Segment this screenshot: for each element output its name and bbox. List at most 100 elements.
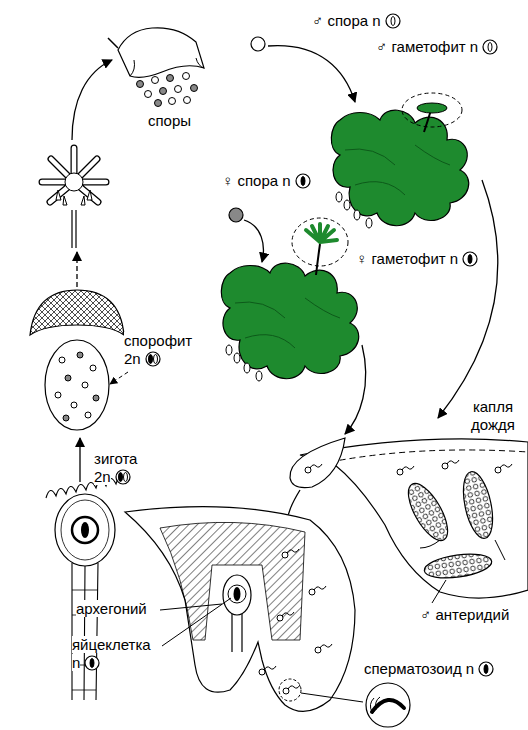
- ploidy-icon: [84, 655, 100, 671]
- mature-archegoniophore-part: [65, 173, 83, 191]
- antheridiophore-section-part: [401, 478, 456, 546]
- mature-archegoniophore-part: [42, 148, 106, 202]
- sporophyte-part: [59, 357, 65, 363]
- chromosome: [118, 473, 122, 482]
- label-text: сперматозоид n: [364, 660, 474, 677]
- male-spore-part: [251, 37, 265, 51]
- male-gametophyte: [331, 110, 468, 228]
- spore-capsule-part: [167, 75, 174, 82]
- archegoniophore-section-part: [234, 587, 241, 601]
- spore-capsule-part: [152, 77, 159, 84]
- sporophyte: [30, 290, 124, 430]
- male-gametophyte-part: [331, 110, 468, 228]
- leader-line: [162, 598, 231, 646]
- sperm-zoom-part: [366, 683, 410, 727]
- spore-capsule-part: [108, 38, 118, 48]
- spore-capsule-part: [184, 97, 191, 104]
- chromosome: [148, 355, 152, 364]
- cycle-arrow: [268, 46, 355, 102]
- label-text: архегоний: [76, 600, 147, 617]
- spore-capsule-part: [155, 100, 162, 107]
- sporophyte-part: [93, 395, 99, 401]
- sporophyte-part: [65, 375, 71, 381]
- rain-drop: [290, 438, 345, 488]
- archegoniophore-section: [125, 507, 355, 712]
- label-text: ♂ гаметофит n: [376, 38, 478, 55]
- chromosome: [153, 355, 157, 364]
- male-spore: [251, 37, 265, 51]
- antheridiophore-section-part: [330, 450, 528, 462]
- ploidy-icon-ring: [463, 252, 477, 266]
- ploidy-icon-ring: [479, 662, 493, 676]
- label-text: ♀ гаметофит n: [356, 250, 458, 267]
- label-box: споры: [148, 112, 191, 130]
- female-spore: [229, 208, 243, 222]
- zygote-archegonium-part: [55, 494, 115, 566]
- leader-line: [160, 604, 222, 610]
- sperm-zoom: [366, 683, 410, 727]
- chromosome: [468, 255, 472, 264]
- zygote-archegonium-part: [72, 563, 98, 700]
- archegoniophore-part: [306, 224, 337, 242]
- antheridiophore-section-part: [442, 460, 459, 469]
- spore-capsule-part: [183, 73, 190, 80]
- label-text: капля дождя: [471, 398, 515, 433]
- label-box: яйцеклетка n: [72, 636, 158, 672]
- spore-capsule-part: [175, 86, 182, 93]
- ploidy-icon-ring: [296, 174, 310, 188]
- leader-line: [432, 580, 446, 603]
- female-spore-part: [229, 208, 243, 222]
- leader-arrow: [110, 372, 128, 384]
- archegoniophore-section-part: [223, 575, 251, 615]
- archegoniophore-section-part: [228, 585, 246, 603]
- spore-capsule-part: [191, 85, 198, 92]
- label-box: зигота 2n: [94, 450, 156, 486]
- cycle-arrow: [72, 60, 112, 140]
- zygote-archegonium-part: [81, 522, 89, 538]
- antheridiophore-section-part: [495, 464, 512, 473]
- label-box: ♀ спора n: [222, 172, 311, 190]
- label-text: ♂ спора n: [312, 12, 381, 29]
- cycle-arrow: [438, 180, 498, 418]
- zygote-archegonium-part: [61, 500, 109, 560]
- chromosome: [90, 659, 94, 668]
- label-text: ♀ спора n: [222, 172, 291, 189]
- ploidy-icon: [462, 251, 478, 267]
- mature-archegoniophore: [42, 148, 106, 248]
- label-text: ♂ антеридий: [420, 606, 509, 623]
- female-gametophyte: [221, 263, 358, 381]
- ploidy-icon: [115, 469, 131, 485]
- ploidy-icon-ring: [146, 352, 160, 366]
- antheridiophore-section-part: [423, 550, 493, 581]
- archegoniophore-section-part: [315, 644, 332, 653]
- sporophyte-part: [30, 290, 124, 335]
- ploidy-icon: [478, 661, 494, 677]
- sporophyte-part: [85, 412, 91, 418]
- archegoniophore-section-part: [279, 679, 301, 701]
- sporophyte-part: [90, 365, 96, 371]
- label-box: спорофит 2n: [124, 332, 206, 368]
- archegoniophore-section-part: [309, 586, 326, 595]
- archegoniophore-part: [292, 218, 348, 266]
- spore-capsule-part: [137, 81, 144, 88]
- archegoniophore-part: [316, 244, 320, 275]
- label-box: ♂ антеридий: [420, 606, 509, 624]
- archegoniophore-section-part: [232, 614, 242, 652]
- archegoniophore-section-part: [277, 612, 294, 621]
- sperm-zoom-part: [370, 697, 380, 712]
- antheridiophore-section-part: [397, 466, 414, 475]
- sporophyte-part: [71, 402, 77, 408]
- antheridiophore: [402, 93, 462, 132]
- archegoniophore: [292, 218, 348, 275]
- chromosome: [123, 473, 127, 482]
- ploidy-icon-ring: [483, 40, 497, 54]
- chromosome: [484, 665, 488, 674]
- archegoniophore-section-part: [125, 507, 355, 712]
- antheridiophore-section-part: [458, 469, 498, 541]
- cycle-arrow: [79, 438, 80, 482]
- leader-line: [301, 693, 363, 702]
- label-text: споры: [148, 112, 191, 129]
- spore-capsule-part: [160, 88, 167, 95]
- mature-archegoniophore-part: [42, 148, 106, 202]
